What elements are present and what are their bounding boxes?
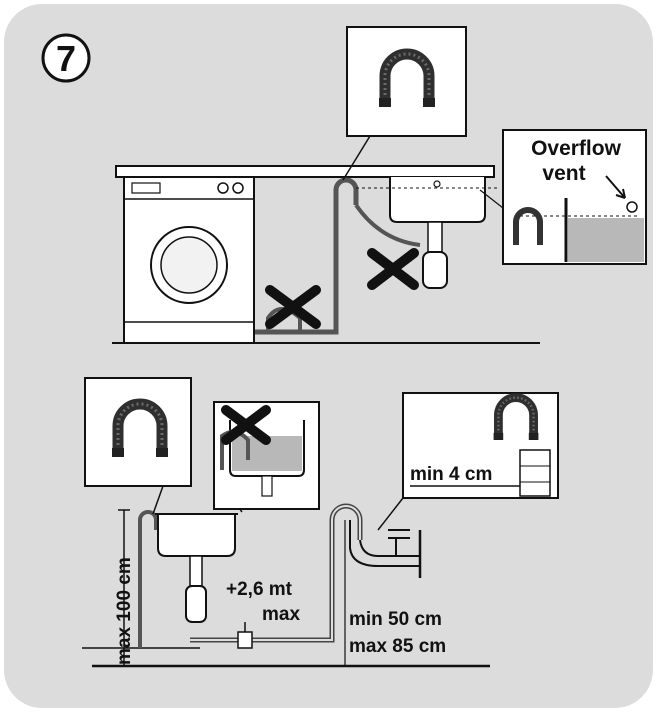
- max-85-label: max 85 cm: [349, 636, 446, 657]
- submerged-hose-detail: [213, 401, 320, 510]
- callout-line-top: [342, 135, 371, 181]
- extension-label-2: max: [262, 604, 300, 625]
- hose-detail-bottom-left: [84, 377, 192, 487]
- basin-bottom: [155, 513, 238, 623]
- countertop: [115, 165, 495, 178]
- wrong-cross-floor: [265, 285, 321, 329]
- background-panel: [4, 4, 653, 708]
- drain-hose-top: [255, 177, 359, 335]
- sink-top: [354, 177, 500, 289]
- extension-label-1: +2,6 mt: [226, 579, 293, 600]
- wall-trap: [349, 520, 422, 578]
- wrong-cross-sink: [367, 248, 419, 290]
- min-50-label: min 50 cm: [349, 609, 442, 630]
- hose-connector: [237, 631, 253, 649]
- overflow-vent-label-1: Overflow: [531, 137, 622, 160]
- callout-line-vent: [479, 189, 504, 209]
- callout-line-min4: [377, 497, 404, 531]
- drain-hose-vertical: [138, 510, 158, 648]
- hose-detail-top: [346, 26, 467, 137]
- min-4-label: min 4 cm: [410, 464, 492, 485]
- overflow-vent-detail: Overflow vent: [502, 129, 647, 265]
- overflow-vent-label-2: vent: [542, 162, 585, 185]
- step-number-badge: 7: [41, 33, 91, 83]
- callout-line-bottom-left: [152, 485, 164, 515]
- step-number: 7: [56, 38, 76, 79]
- min-4-detail: min 4 cm: [402, 392, 559, 499]
- washing-machine: [123, 176, 255, 344]
- max-100-label: max 100 cm: [114, 557, 135, 665]
